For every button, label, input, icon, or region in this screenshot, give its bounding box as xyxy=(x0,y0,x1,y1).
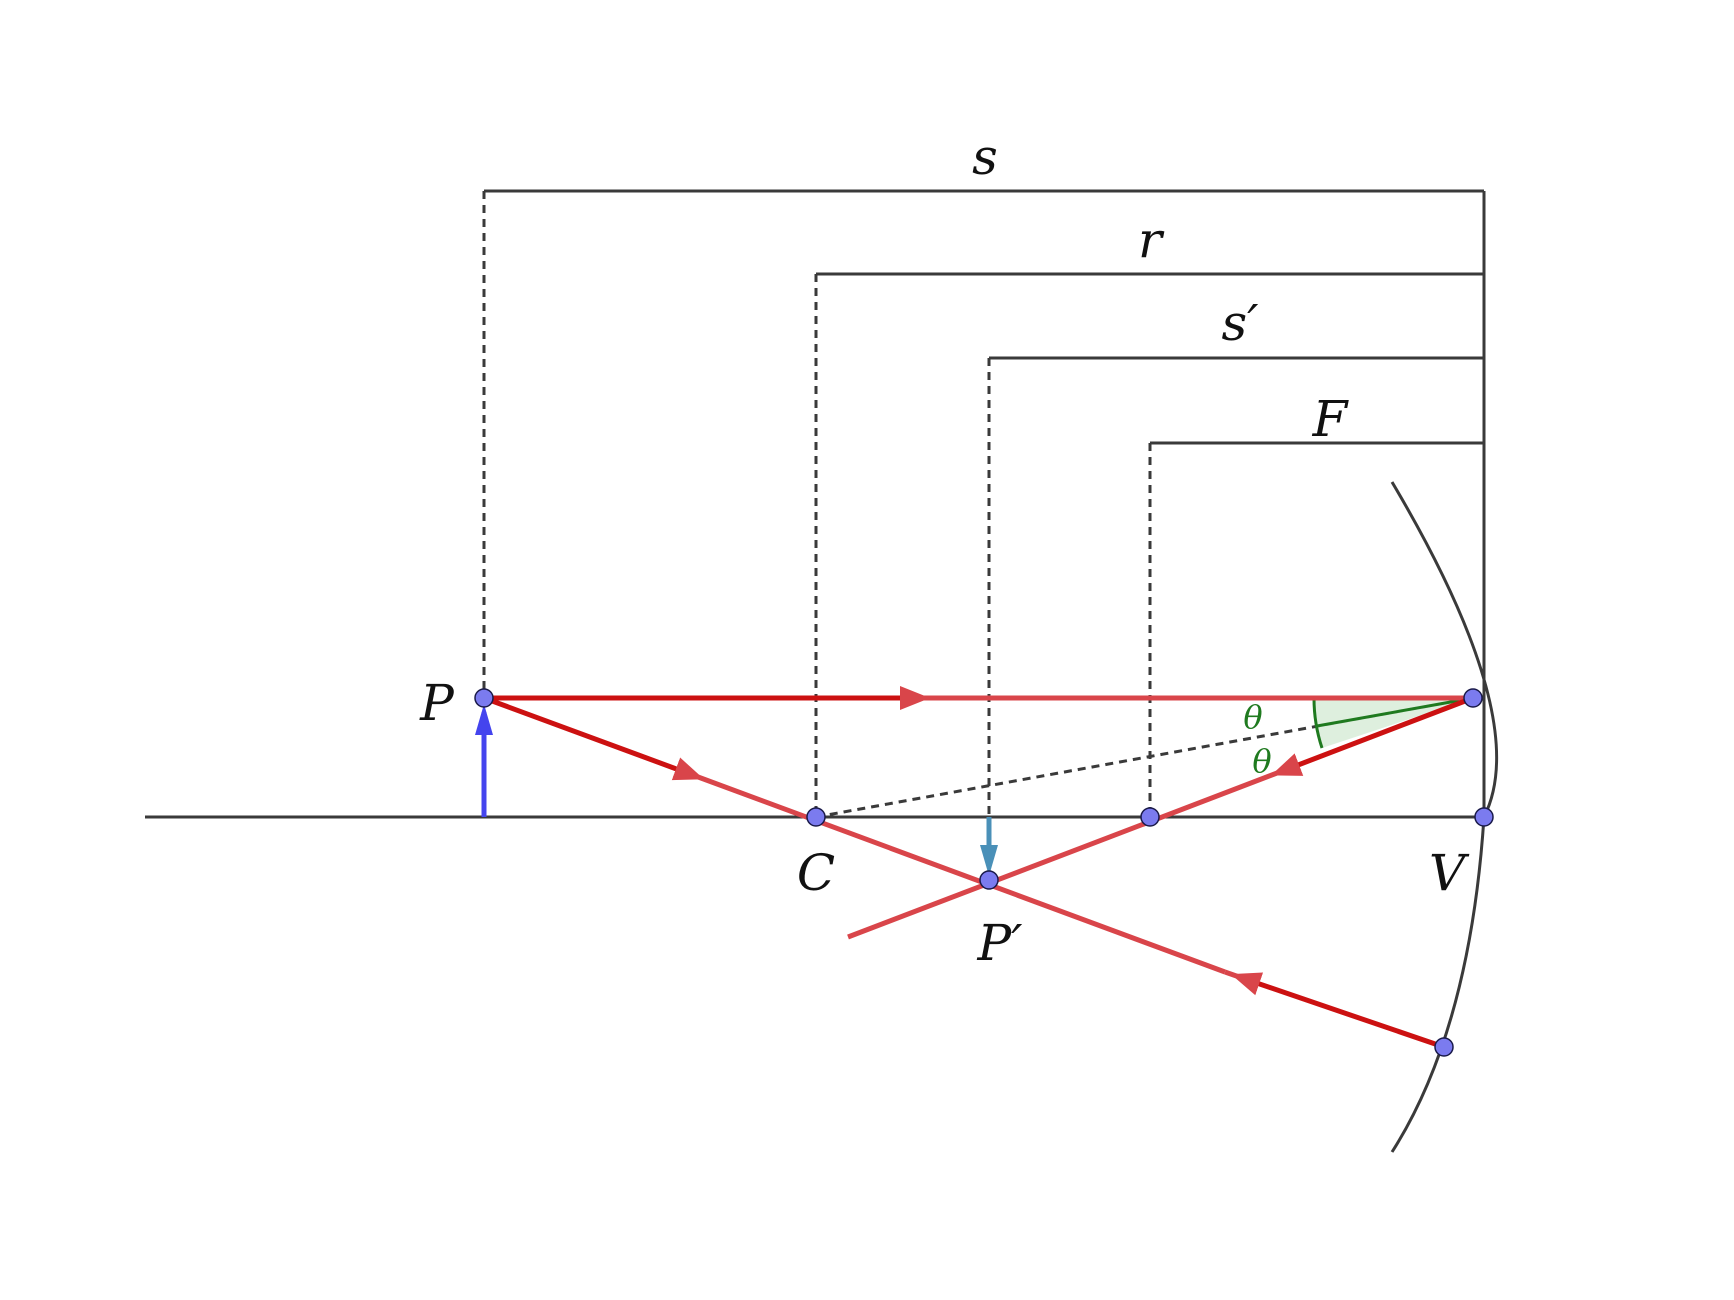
point-mirror-lower xyxy=(1434,1037,1454,1057)
point-mirror-upper xyxy=(1463,688,1483,708)
point-F xyxy=(1140,807,1160,827)
object-arrowhead xyxy=(475,704,493,735)
label-F: F xyxy=(1312,390,1350,448)
label-C: C xyxy=(797,844,835,902)
dimension-F xyxy=(1148,441,1484,817)
ray-parallel-reflected-a xyxy=(1270,695,1474,776)
label-r: r xyxy=(1138,211,1165,269)
point-C xyxy=(806,807,826,827)
label-theta-lower: θ xyxy=(1252,742,1271,780)
dimension-s-prime xyxy=(987,356,1484,817)
image-arrowhead xyxy=(980,845,998,876)
ray-center-incident-b xyxy=(689,771,1226,975)
angle-bisector xyxy=(1316,696,1474,728)
ray-center-reflected xyxy=(1230,972,1445,1050)
angle-wedge xyxy=(1313,698,1473,748)
dimension-s xyxy=(482,189,1484,698)
label-s: s xyxy=(972,128,998,186)
point-P-prime xyxy=(979,870,999,890)
ray-center-incident-a xyxy=(483,695,705,781)
point-V xyxy=(1474,807,1494,827)
label-P-prime: P′ xyxy=(977,914,1024,972)
label-V: V xyxy=(1429,844,1470,902)
label-theta-upper: θ xyxy=(1243,698,1262,736)
ray-parallel-reflected-b xyxy=(847,767,1286,940)
dimension-r xyxy=(814,272,1484,817)
label-s-prime: s′ xyxy=(1221,294,1259,352)
label-P: P xyxy=(419,674,455,732)
ray-center-reflected-b xyxy=(1224,969,1246,982)
point-P xyxy=(474,688,494,708)
